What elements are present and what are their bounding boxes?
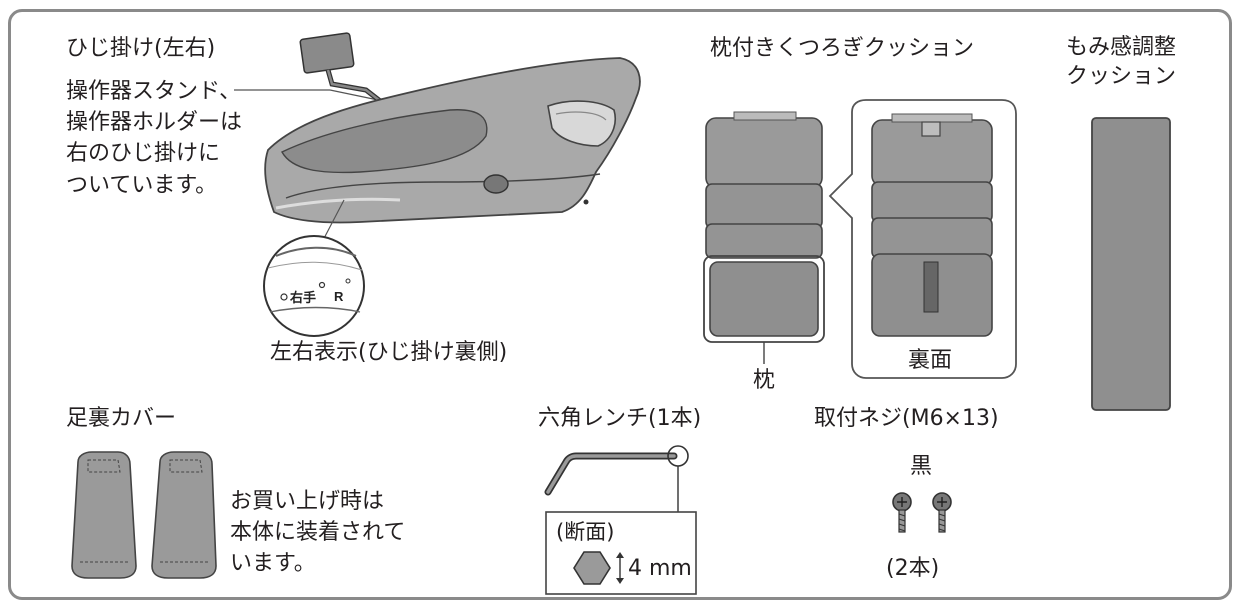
massage-cushion-title-line: もみ感調整	[1066, 35, 1177, 60]
back-side-label: 裏面	[908, 348, 953, 373]
armrest-note: 操作器スタンド、 操作器ホルダーは 右のひじ掛けに ついています。	[66, 76, 242, 201]
foot-cover-right	[151, 451, 217, 579]
massage-cushion-title: もみ感調整 クッション	[1066, 34, 1176, 91]
hex-wrench-section-label: (断面)	[556, 520, 615, 544]
pillow-cushion-front	[703, 111, 825, 364]
screws-color-label: 黒	[910, 454, 933, 479]
figure-frame	[8, 9, 1232, 600]
massage-cushion-title-line: クッション	[1066, 63, 1177, 89]
screw-2	[932, 492, 952, 533]
armrest-note-line: 操作器ホルダーは	[66, 110, 243, 136]
pillow-label: 枕	[753, 368, 776, 393]
armrest-note-line: 操作器スタンド、	[66, 79, 242, 104]
screw-1	[892, 492, 912, 533]
foot-cover-title: 足裏カバー	[66, 406, 177, 431]
pillow-cushion-title: 枕付きくつろぎクッション	[710, 36, 975, 61]
detail-letter-text: R	[334, 289, 344, 304]
screws-count-label: (2本)	[886, 556, 940, 581]
foot-cover-note-line: 本体に装着されて	[230, 520, 406, 546]
foot-cover-note: お買い上げ時は 本体に装着されて います。	[230, 486, 405, 580]
armrest-note-line: ついています。	[66, 172, 218, 198]
foot-cover-left	[71, 451, 137, 579]
screws-title: 取付ネジ(M6×13)	[814, 406, 999, 431]
hex-wrench-size: 4 mm	[628, 556, 692, 581]
foot-cover-note-line: お買い上げ時は	[230, 489, 385, 514]
armrest-title: ひじ掛け(左右)	[66, 36, 216, 61]
armrest-detail-caption: 左右表示(ひじ掛け裏側)	[270, 340, 508, 365]
pillow-cushion-back	[871, 113, 993, 337]
detail-mark-text: 右手	[289, 290, 316, 305]
foot-cover-note-line: います。	[230, 551, 316, 577]
armrest-note-line: 右のひじ掛けに	[66, 141, 221, 167]
hex-wrench-title: 六角レンチ(1本)	[538, 406, 702, 431]
